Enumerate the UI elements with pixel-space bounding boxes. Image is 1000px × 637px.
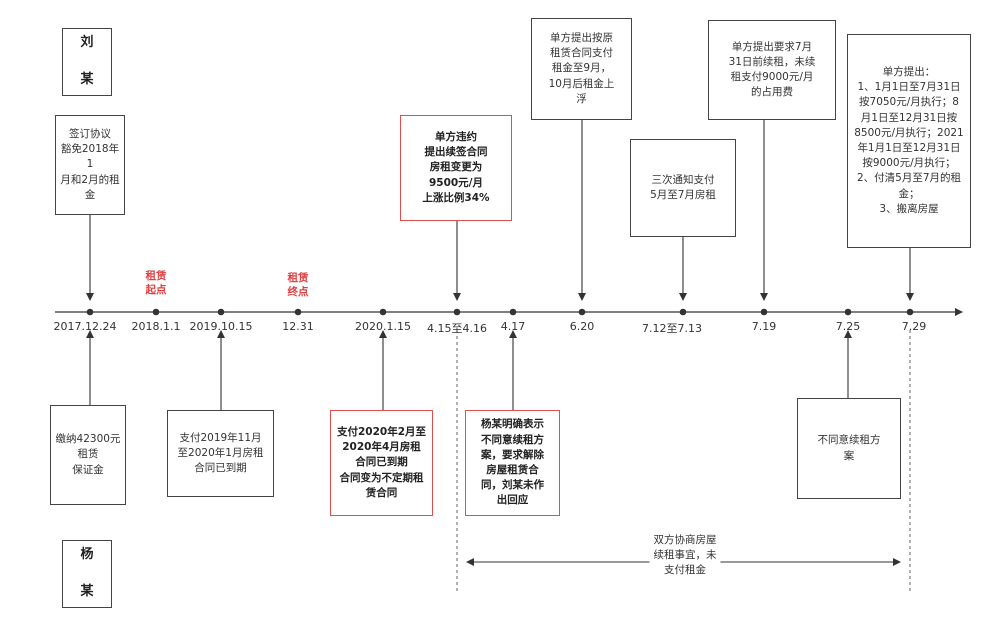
date-label: 4.17 [500, 320, 526, 333]
dot-1231 [294, 308, 302, 316]
refuse-renewal-text: 不同意续租方 案 [817, 434, 881, 462]
renewal-demand-text: 单方提出要求7月 31日前续租，未续 租支付9000元/月 的占用费 [728, 40, 816, 99]
date-label: 2020.1.15 [355, 320, 411, 333]
lease-start-label: 租赁 起点 [145, 270, 167, 296]
breach-text: 单方违约 提出续签合同 房租变更为 9500元/月 上涨比例34% [422, 130, 490, 204]
party-top-box: 刘 某 [62, 28, 112, 96]
pay-2019-text: 支付2019年11月 至2020年1月房租 合同已到期 [177, 431, 264, 475]
dot-20171224 [86, 308, 94, 316]
dot-415 [453, 308, 461, 316]
party-bottom-box: 杨 某 [62, 540, 112, 608]
date-label: 4.15至4.16 [427, 322, 487, 335]
breach-box: 单方违约 提出续签合同 房租变更为 9500元/月 上涨比例34% [400, 115, 512, 221]
date-label: 12.31 [282, 320, 314, 333]
dot-2020115 [379, 308, 387, 316]
dot-417 [509, 308, 517, 316]
dot-729 [906, 308, 914, 316]
notify-payment-box: 三次通知支付 5月至7月房租 [630, 139, 736, 237]
sign-agreement-text: 签订协议 豁免2018年1 月和2月的租 金 [60, 127, 120, 201]
final-proposal-text: 单方提出： 1、1月1日至7月31日 按7050元/月执行；8 月1日至12月3… [854, 65, 964, 215]
negotiation-note: 双方协商房屋 续租事宜，未 支付租金 [649, 533, 721, 579]
pay-2019-box: 支付2019年11月 至2020年1月房租 合同已到期 [167, 410, 274, 497]
lease-end-label: 租赁 终点 [287, 272, 309, 298]
dot-620 [578, 308, 586, 316]
refuse-renewal-clear-box: 杨某明确表示 不同意续租方 案，要求解除 房屋租赁合 同，刘某未作 出回应 [465, 410, 560, 516]
date-label: 2019.10.15 [189, 320, 253, 333]
pay-2020-box: 支付2020年2月至 2020年4月房租 合同已到期 合同变为不定期租 赁合同 [330, 410, 433, 516]
top-arrows [86, 120, 914, 301]
date-label: 7.12至7.13 [642, 322, 702, 335]
dot-712 [679, 308, 687, 316]
original-contract-box: 单方提出按原 租赁合同支付 租金至9月， 10月后租金上 浮 [531, 18, 632, 120]
dot-20191015 [217, 308, 225, 316]
dot-725 [844, 308, 852, 316]
dashed-guides [456, 330, 911, 592]
deposit-text: 缴纳42300元 租赁 保证金 [55, 433, 121, 476]
date-label: 2018.1.1 [131, 320, 181, 333]
date-label: 7.29 [901, 320, 927, 333]
date-label: 7.25 [835, 320, 861, 333]
notify-payment-text: 三次通知支付 5月至7月房租 [650, 173, 716, 201]
bottom-arrows [86, 330, 852, 410]
refuse-renewal-box: 不同意续租方 案 [797, 398, 901, 499]
date-label: 6.20 [569, 320, 595, 333]
final-proposal-box: 单方提出： 1、1月1日至7月31日 按7050元/月执行；8 月1日至12月3… [847, 34, 971, 248]
date-label: 2017.12.24 [53, 320, 117, 333]
original-contract-text: 单方提出按原 租赁合同支付 租金至9月， 10月后租金上 浮 [548, 31, 615, 105]
deposit-box: 缴纳42300元 租赁 保证金 [50, 405, 126, 505]
party-top-label: 刘 某 [80, 34, 94, 88]
refuse-renewal-clear-text: 杨某明确表示 不同意续租方 案，要求解除 房屋租赁合 同，刘某未作 出回应 [481, 418, 544, 507]
pay-2020-text: 支付2020年2月至 2020年4月房租 合同已到期 合同变为不定期租 赁合同 [336, 425, 427, 499]
timeline-dots [86, 308, 914, 316]
sign-agreement-box: 签订协议 豁免2018年1 月和2月的租 金 [55, 115, 125, 215]
party-bottom-label: 杨 某 [80, 546, 94, 600]
date-label: 7.19 [751, 320, 777, 333]
dot-719 [760, 308, 768, 316]
renewal-demand-box: 单方提出要求7月 31日前续租，未续 租支付9000元/月 的占用费 [708, 20, 836, 120]
dot-201811 [152, 308, 160, 316]
